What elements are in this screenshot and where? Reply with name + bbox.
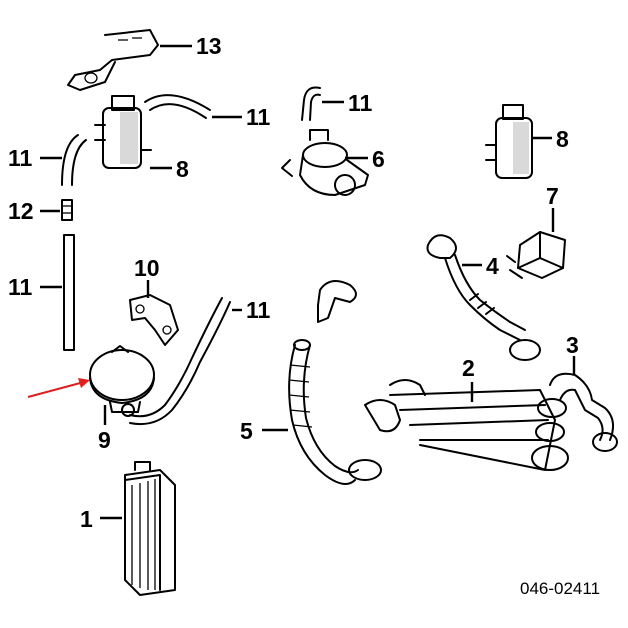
callout-7: 7 [546,183,559,209]
callout-9: 9 [98,427,111,453]
part-9-reservoir [89,345,155,417]
callout-8-right: 8 [556,126,569,152]
callout-6: 6 [372,146,385,172]
part-12-connector [61,199,73,221]
part-8-right-valve [485,104,533,179]
part-6-egr-valve [281,129,369,196]
part-13-bracket [67,29,159,91]
hose-11-left [61,134,87,186]
part-3-elbow-pipe [537,372,618,452]
callout-11-left: 11 [8,145,33,171]
callout-12: 12 [8,198,34,224]
callout-10: 10 [134,255,160,281]
part-10-bracket [129,294,179,346]
part-1-cooler-core [124,461,176,596]
callout-11-top: 11 [246,104,271,130]
hose-11-elbow [301,86,321,121]
part-5-upper-flange [317,280,357,323]
part-2-egr-cooler [364,379,569,471]
hose-11-long [129,297,231,426]
callout-3: 3 [566,332,579,358]
callout-4: 4 [486,253,499,279]
indicator-arrow [27,378,90,398]
part-7-solenoid [506,231,566,279]
callout-13: 13 [196,33,222,59]
part-5-corrugated-pipe [288,339,382,485]
part-8-left-valve [94,95,152,169]
callout-8-left: 8 [176,156,189,182]
callout-1: 1 [80,506,93,532]
callout-11-long: 11 [246,297,271,323]
callout-11-elbow: 11 [348,90,373,116]
reference-code: 046-02411 [520,579,600,598]
part-4-egr-pipe [426,234,541,361]
hose-11-top [144,94,211,111]
callout-11-straight: 11 [8,274,33,300]
callout-5: 5 [240,418,253,444]
callout-2: 2 [462,355,475,381]
hose-11-straight [63,234,75,351]
